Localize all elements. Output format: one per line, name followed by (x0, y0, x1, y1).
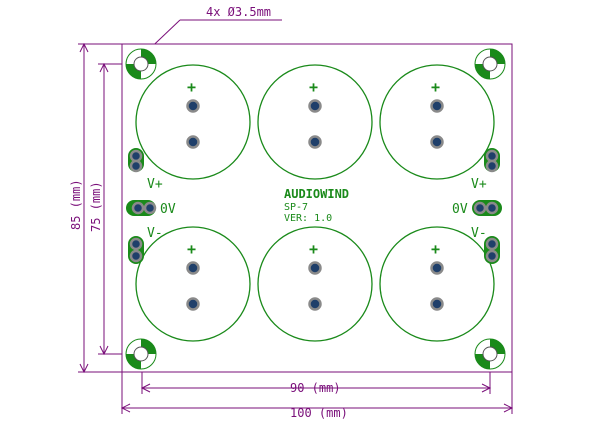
width-outer-label: 100 (mm) (290, 406, 348, 420)
height-outer-label: 85 (mm) (69, 179, 83, 230)
capacitor-bottom-left (135, 226, 251, 342)
capacitor-bottom-right (379, 226, 495, 342)
capacitor-bottom-middle (257, 226, 373, 342)
polarity-plus-tr: + (431, 78, 440, 96)
terminal-pad (143, 201, 157, 215)
terminal-pad (129, 159, 143, 173)
terminal-pad (473, 201, 487, 215)
terminal-pad (485, 249, 499, 263)
terminal-pad (485, 237, 499, 251)
pad (430, 135, 444, 149)
mounting-hole-bottom-right (474, 338, 506, 370)
capacitor-top-right (379, 64, 495, 180)
terminal-pad (485, 201, 499, 215)
polarity-plus-bl: + (187, 240, 196, 258)
height-inner-label: 75 (mm) (89, 181, 103, 232)
mounting-holes (125, 48, 506, 370)
terminal-pad (129, 149, 143, 163)
label-v-minus-left: V- (147, 226, 163, 241)
label-0v-left: 0V (160, 202, 176, 217)
terminals-left (126, 148, 157, 264)
terminal-pad (485, 149, 499, 163)
height-outer-arrow-top (79, 42, 89, 53)
height-inner-arrow-bottom (99, 345, 109, 356)
dimensions (78, 19, 514, 414)
capacitor-top-middle (257, 64, 373, 180)
width-outer-arrow-left (120, 403, 131, 413)
model-label: SP-7 (284, 202, 308, 213)
brand-label: AUDIOWIND (284, 187, 349, 201)
width-outer-arrow-right (503, 403, 514, 413)
width-inner-arrow-left (140, 383, 151, 393)
pad (186, 135, 200, 149)
pad (186, 99, 200, 113)
pad (308, 99, 322, 113)
capacitor-top-left (135, 64, 251, 180)
pad (308, 297, 322, 311)
pad (430, 261, 444, 275)
polarity-plus-tl: + (187, 78, 196, 96)
pad (430, 99, 444, 113)
width-inner-label: 90 (mm) (290, 381, 341, 395)
mounting-hole-bottom-left (125, 338, 157, 370)
height-inner-arrow-top (99, 62, 109, 73)
capacitor-pads (186, 99, 444, 311)
pad (308, 135, 322, 149)
terminal-pad (131, 201, 145, 215)
pad (186, 261, 200, 275)
polarity-plus-tm: + (309, 78, 318, 96)
capacitors (135, 64, 495, 342)
label-v-plus-right: V+ (471, 177, 487, 192)
hole-callout-label: 4x Ø3.5mm (206, 5, 271, 19)
terminal-pad (129, 237, 143, 251)
height-outer-arrow-bottom (79, 363, 89, 374)
pad (186, 297, 200, 311)
pad (430, 297, 444, 311)
terminal-pad (129, 249, 143, 263)
label-v-plus-left: V+ (147, 177, 163, 192)
label-v-minus-right: V- (471, 226, 487, 241)
pad (308, 261, 322, 275)
version-label: VER: 1.0 (284, 213, 332, 224)
board-outline (121, 43, 513, 373)
terminals-right (472, 148, 502, 264)
label-0v-right: 0V (452, 202, 468, 217)
mounting-hole-top-left (125, 48, 157, 80)
polarity-plus-bm: + (309, 240, 318, 258)
mounting-hole-top-right (474, 48, 506, 80)
terminal-pad (485, 159, 499, 173)
polarity-plus-br: + (431, 240, 440, 258)
width-inner-arrow-right (481, 383, 492, 393)
